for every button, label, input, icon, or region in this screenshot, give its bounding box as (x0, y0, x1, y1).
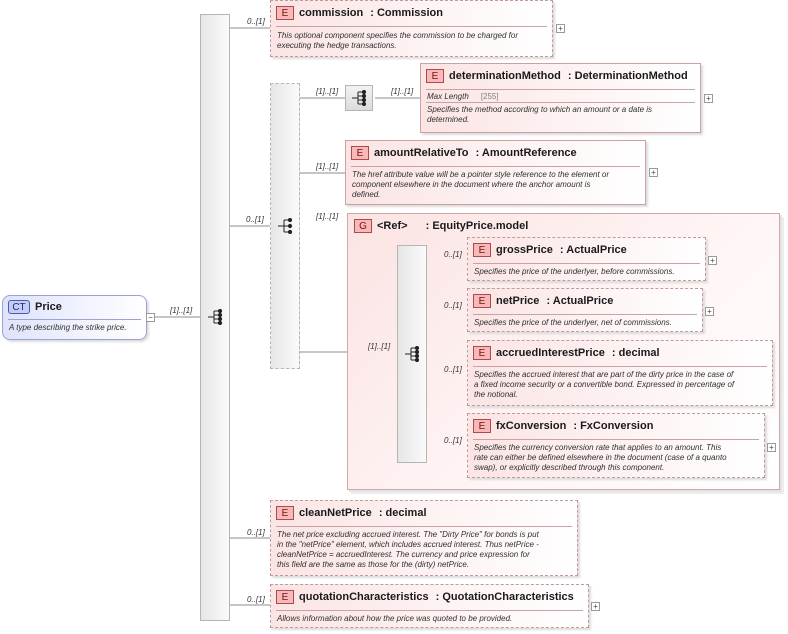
element-type: FxConversion (580, 420, 654, 432)
cardinality-label: [1]..[1] (368, 342, 391, 351)
facet-row: Max Length[255] (427, 92, 499, 101)
element-name: accruedInterestPrice (496, 347, 605, 359)
element-type: ActualPrice (566, 244, 627, 256)
expand-toggle[interactable]: + (767, 443, 776, 452)
element-badge: E (426, 69, 444, 84)
element-badge: E (276, 590, 294, 605)
expand-toggle[interactable]: + (591, 602, 600, 611)
cardinality-label: 0..[1] (444, 250, 462, 259)
sequence-compositor-small[interactable] (345, 85, 373, 111)
element-name: fxConversion (496, 420, 567, 432)
element-description: The net price excluding accrued interest… (277, 530, 539, 569)
element-type: decimal (618, 347, 660, 359)
element-type: ActualPrice (552, 295, 614, 307)
complex-type-badge: CT (8, 300, 30, 315)
choice-compositor[interactable] (270, 83, 300, 369)
element-badge: E (276, 506, 294, 521)
element-name: quotationCharacteristics (299, 591, 429, 603)
expand-toggle[interactable]: + (649, 168, 658, 177)
element-badge: E (276, 6, 294, 21)
cardinality-label: 0..[1] (444, 365, 462, 374)
collapse-toggle[interactable]: − (146, 313, 155, 322)
sequence-icon (405, 346, 420, 362)
element-name: grossPrice (496, 244, 553, 256)
element-name: determinationMethod (449, 70, 561, 82)
expand-toggle[interactable]: + (708, 256, 717, 265)
cardinality-label: [1]..[1] (316, 162, 339, 171)
cardinality-label: [1]..[1] (316, 87, 339, 96)
group-name: EquityPrice.model (432, 220, 529, 232)
element-badge: E (473, 294, 491, 309)
element-description: Allows information about how the price w… (277, 614, 513, 623)
element-description: Specifies the price of the underlyer, be… (474, 267, 675, 276)
element-description: Specifies the method according to which … (427, 105, 653, 124)
cardinality-label: 0..[1] (247, 17, 265, 26)
cardinality-label: 0..[1] (247, 528, 265, 537)
group-badge: G (354, 219, 372, 234)
group-ref: <Ref> (377, 220, 408, 232)
element-badge: E (351, 146, 369, 161)
element-type: AmountReference (481, 147, 577, 159)
element-description: Specifies the currency conversion rate t… (474, 443, 727, 472)
element-type: Commission (376, 7, 443, 19)
element-description: Specifies the price of the underlyer, ne… (474, 318, 672, 327)
element-name: amountRelativeTo (374, 147, 469, 159)
cardinality-label: 0..[1] (444, 301, 462, 310)
element-description: The href attribute value will be a point… (352, 170, 610, 199)
element-type: QuotationCharacteristics (442, 591, 574, 603)
element-badge: E (473, 243, 491, 258)
element-description: Specifies the accrued interest that are … (474, 370, 735, 399)
element-type: decimal (385, 507, 427, 519)
sequence-icon (208, 309, 223, 325)
element-type: DeterminationMethod (574, 70, 688, 82)
element-badge: E (473, 419, 491, 434)
element-name: cleanNetPrice (299, 507, 372, 519)
cardinality-label: 0..[1] (246, 215, 264, 224)
sequence-icon (352, 90, 367, 106)
element-name: commission (299, 7, 364, 19)
group-sequence-compositor[interactable] (397, 245, 427, 463)
element-description: This optional component specifies the co… (277, 31, 519, 50)
element-name: netPrice (496, 295, 540, 307)
element-badge: E (473, 346, 491, 361)
cardinality-label: 0..[1] (444, 436, 462, 445)
cardinality-label: [1]..[1] (170, 306, 193, 315)
price-complex-type[interactable]: CT Price A type describing the strike pri… (2, 295, 147, 340)
complex-type-description: A type describing the strike price. (9, 323, 127, 332)
cardinality-label: [1]..[1] (391, 87, 414, 96)
expand-toggle[interactable]: + (556, 24, 565, 33)
expand-toggle[interactable]: + (705, 307, 714, 316)
complex-type-name: Price (35, 301, 62, 313)
cardinality-label: 0..[1] (247, 595, 265, 604)
choice-icon (278, 218, 293, 234)
cardinality-label: [1]..[1] (316, 212, 339, 221)
expand-toggle[interactable]: + (704, 94, 713, 103)
sequence-compositor[interactable] (200, 14, 230, 621)
